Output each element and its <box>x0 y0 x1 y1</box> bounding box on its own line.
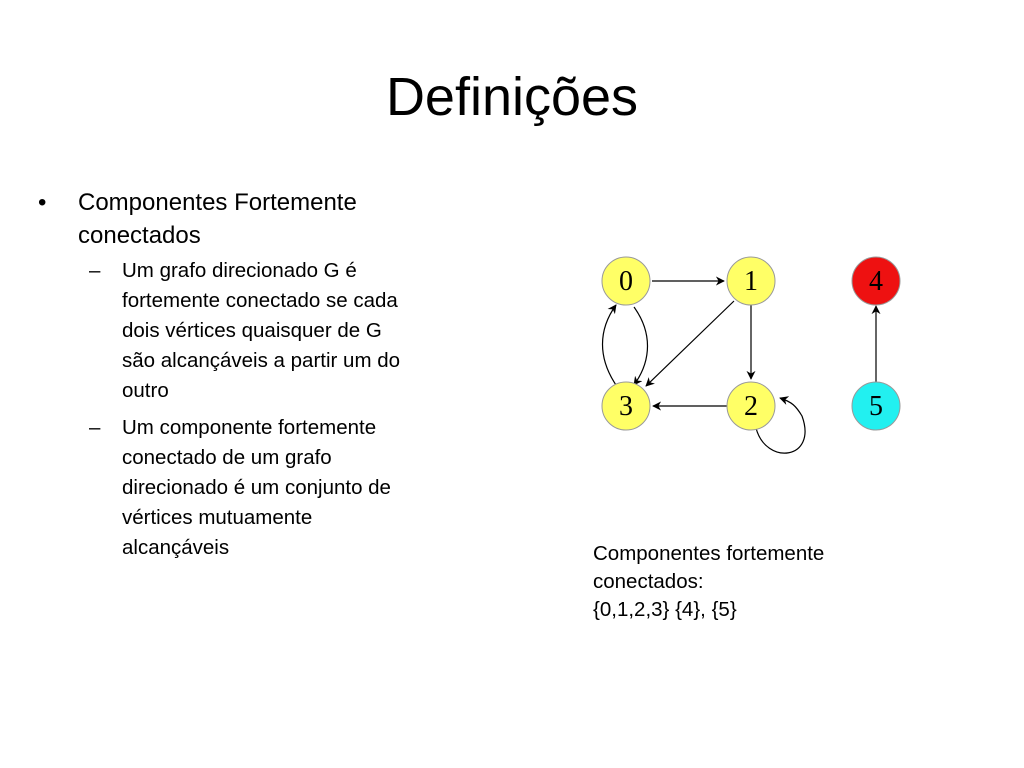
caption-line: {0,1,2,3} {4}, {5} <box>593 598 737 621</box>
sub-bullet-line: Um componente fortemente <box>122 416 377 439</box>
graph-node-1: 1 <box>726 256 776 306</box>
sub-bullet-line: dois vértices quaisquer de G <box>122 319 382 342</box>
graph-node-2: 2 <box>726 381 776 431</box>
graph-node-5: 5 <box>851 381 901 431</box>
sub-bullet-line: alcançáveis <box>122 536 230 559</box>
caption-line: conectados: <box>593 570 704 593</box>
node-label: 3 <box>619 391 633 422</box>
edge-1-3 <box>645 300 735 387</box>
sub-bullet-line: conectado de um grafo <box>122 446 332 469</box>
bullet-dot: • <box>38 189 47 216</box>
graph-node-0: 0 <box>601 256 651 306</box>
main-bullet: • Componentes Fortemente conectados <box>36 186 496 252</box>
node-label: 5 <box>869 391 883 422</box>
main-bullet-line: Componentes Fortemente <box>78 189 357 216</box>
components-caption: Componentes fortemente conectados: {0,1,… <box>593 540 913 624</box>
caption-line: Componentes fortemente <box>593 542 825 565</box>
node-label: 0 <box>619 266 633 297</box>
sub-bullet-line: Um grafo direcionado G é <box>122 259 357 282</box>
sub-bullet-line: são alcançáveis a partir um do <box>122 349 401 372</box>
node-label: 4 <box>869 266 883 297</box>
main-bullet-line: conectados <box>78 222 201 249</box>
sub-bullet-line: fortemente conectado se cada <box>122 289 398 312</box>
sub-bullet-dash: – <box>89 416 101 439</box>
graph-diagram: 0 1 2 3 4 5 <box>601 256 901 454</box>
edge-3-0 <box>601 304 617 386</box>
edge-2-2 <box>755 396 806 454</box>
sub-bullet-line: outro <box>122 379 169 402</box>
bullet-list: • Componentes Fortemente conectados – Um… <box>36 186 496 570</box>
sub-bullet-list: – Um grafo direcionado G é fortemente co… <box>36 256 496 563</box>
node-label: 2 <box>744 391 758 422</box>
node-label: 1 <box>744 266 758 297</box>
sub-bullet-line: direcionado é um conjunto de <box>122 476 391 499</box>
graph-node-4: 4 <box>851 256 901 306</box>
sub-bullet-component: – Um componente fortemente conectado de … <box>36 413 496 563</box>
edge-0-3 <box>633 306 649 386</box>
slide-title: Definições <box>385 67 639 127</box>
sub-bullet-line: vértices mutuamente <box>122 506 313 529</box>
sub-bullet-definition: – Um grafo direcionado G é fortemente co… <box>36 256 496 406</box>
sub-bullet-dash: – <box>89 259 101 282</box>
graph-node-3: 3 <box>601 381 651 431</box>
